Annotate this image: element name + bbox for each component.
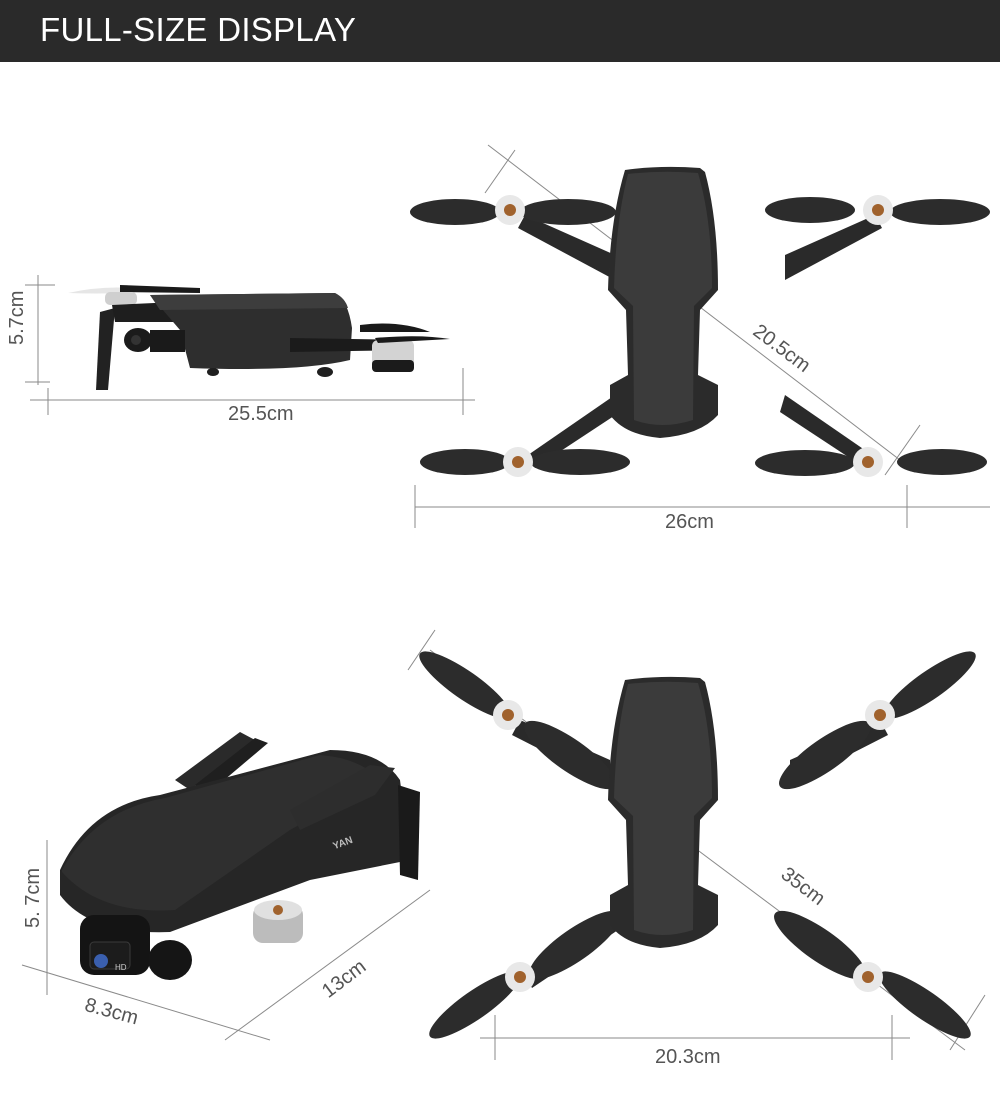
top-view-full-panel: 35cm 20.3cm xyxy=(400,620,1000,1100)
folded-height-label: 5. 7cm xyxy=(22,867,44,928)
top-full-width-label: 20.3cm xyxy=(655,1046,721,1068)
top-compact-width-label: 26cm xyxy=(665,511,714,533)
header-bar: FULL-SIZE DISPLAY xyxy=(0,0,1000,62)
top-view-compact-drone-illustration xyxy=(410,144,990,528)
side-length-label: 25.5cm xyxy=(228,403,294,425)
side-view-panel: 5.7cm 25.5cm xyxy=(0,260,480,430)
folded-view-panel: YAN HD 5. 7cm 8.3cm 13cm xyxy=(0,710,440,1050)
motors xyxy=(495,195,893,477)
page-title: FULL-SIZE DISPLAY xyxy=(40,11,357,48)
motors xyxy=(493,700,895,992)
camera-hd-label: HD xyxy=(115,963,127,972)
side-view-drone-illustration xyxy=(25,275,475,415)
top-view-full-drone-illustration xyxy=(407,629,986,1060)
dimension-lines xyxy=(21,840,431,1041)
top-view-compact-panel: 20.5cm 26cm xyxy=(400,130,1000,550)
dimension-lines xyxy=(25,275,475,415)
side-height-label: 5.7cm xyxy=(6,290,28,345)
folded-drone-illustration xyxy=(21,732,431,1041)
